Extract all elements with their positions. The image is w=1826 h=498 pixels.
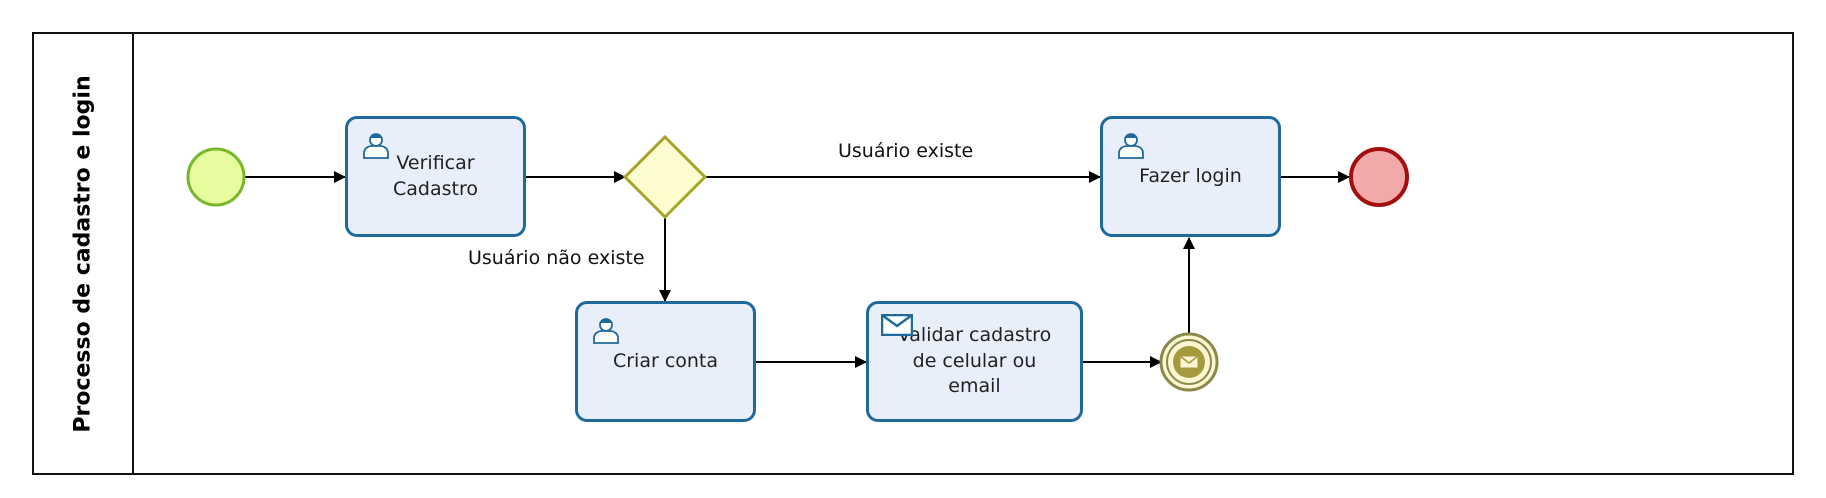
start-event[interactable] xyxy=(186,147,246,207)
task-label: Criar conta xyxy=(612,349,719,372)
envelope-icon xyxy=(881,314,913,336)
flow-label-usuario-existe: Usuário existe xyxy=(838,140,974,162)
pool-header: Processo de cadastro e login xyxy=(34,34,134,473)
task-verificar-cadastro[interactable]: Verificar Cadastro xyxy=(345,116,526,237)
task-fazer-login[interactable]: Fazer login xyxy=(1100,116,1281,237)
task-label: Fazer login xyxy=(1139,164,1242,187)
end-event[interactable] xyxy=(1349,147,1409,207)
user-icon xyxy=(363,133,389,159)
flow-label-usuario-nao-existe: Usuário não existe xyxy=(468,247,645,269)
task-label: Validar cadastro de celular ou email xyxy=(897,324,1052,398)
exclusive-gateway[interactable] xyxy=(622,134,708,220)
task-validar-cadastro[interactable]: Validar cadastro de celular ou email xyxy=(866,301,1083,422)
user-icon xyxy=(593,318,619,344)
task-criar-conta[interactable]: Criar conta xyxy=(575,301,756,422)
message-intermediate-event[interactable] xyxy=(1159,332,1219,392)
user-icon xyxy=(1118,133,1144,159)
task-label: Verificar Cadastro xyxy=(393,151,478,200)
